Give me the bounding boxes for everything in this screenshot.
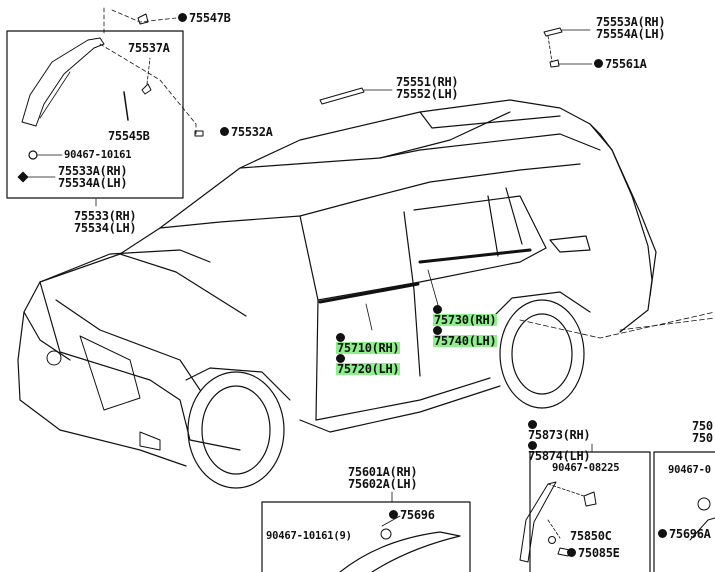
pillar-garnish-part	[21, 37, 105, 127]
label-75850C: 75850C	[570, 529, 612, 543]
callout-dot-icon	[528, 420, 537, 429]
clip-90467-10161	[28, 150, 38, 160]
label-75545B: 75545B	[108, 129, 150, 143]
callout-dot-icon	[528, 441, 537, 450]
inset-box-pillar	[6, 30, 184, 199]
label-90467-10161-9: 90467-10161(9)	[266, 530, 352, 542]
label-75553A: 75553A(RH)75554A(LH)	[596, 15, 666, 41]
callout-dot-icon	[658, 529, 667, 538]
front-fog-lamp	[46, 350, 62, 366]
clip-75533A	[17, 171, 29, 183]
label-75873: 75873(RH) 75874(LH)	[528, 420, 591, 462]
strip-75553A	[543, 27, 563, 37]
clip-75547B	[137, 13, 149, 25]
label-75533: 75533(RH)75534(LH)	[74, 209, 137, 235]
callout-dot-icon	[336, 333, 345, 342]
label-90467-08225: 90467-08225	[552, 462, 620, 474]
door-moulding-rear	[418, 248, 532, 264]
rear-wheel	[489, 291, 591, 409]
callout-dot-icon	[220, 127, 229, 136]
roof-moulding-75551	[319, 87, 365, 105]
clip-75537A	[141, 83, 152, 95]
clip-75532A	[194, 130, 204, 137]
clip-75696	[380, 528, 392, 540]
mudguard-part	[519, 481, 557, 563]
door-moulding-front	[318, 282, 420, 304]
inset-box-rear-lower	[529, 451, 651, 572]
vehicle-body	[17, 99, 657, 467]
strip-75545B	[123, 91, 129, 121]
label-75710: 75710(RH) 75720(LH)	[336, 333, 401, 375]
clip-90467-08225	[583, 491, 597, 507]
label-75533A: 75533A(RH)75534A(LH)	[58, 164, 128, 190]
callout-dot-icon	[389, 510, 398, 519]
callout-dot-icon	[336, 354, 345, 363]
label-75537A: 75537A	[128, 41, 170, 55]
clip-75696A	[697, 497, 711, 511]
label-75547B: 75547B	[178, 12, 231, 24]
label-90467-10161: 90467-10161	[64, 149, 132, 161]
wheel-arch-moulding	[339, 531, 461, 572]
clip-75561A	[549, 59, 560, 68]
label-75730: 75730(RH) 75740(LH)	[433, 305, 498, 347]
callout-dot-icon	[594, 59, 603, 68]
front-wheel	[185, 367, 291, 489]
label-75601A: 75601A(RH)75602A(LH)	[348, 465, 418, 491]
clip-75850C	[548, 536, 556, 544]
callout-dot-icon	[178, 13, 187, 22]
callout-dot-icon	[433, 326, 442, 335]
inset-box-flare	[261, 501, 471, 572]
label-90467-cut: 90467-0	[668, 464, 711, 476]
label-75696: 75696	[389, 509, 435, 521]
label-75551: 75551(RH)75552(LH)	[396, 75, 459, 101]
label-75561A: 75561A	[594, 58, 647, 70]
callout-dot-icon	[567, 548, 576, 557]
label-75696A: 75696A	[658, 528, 711, 540]
label-75532A: 75532A	[220, 126, 273, 138]
callout-dot-icon	[433, 305, 442, 314]
label-75085E: 75085E	[567, 547, 620, 559]
